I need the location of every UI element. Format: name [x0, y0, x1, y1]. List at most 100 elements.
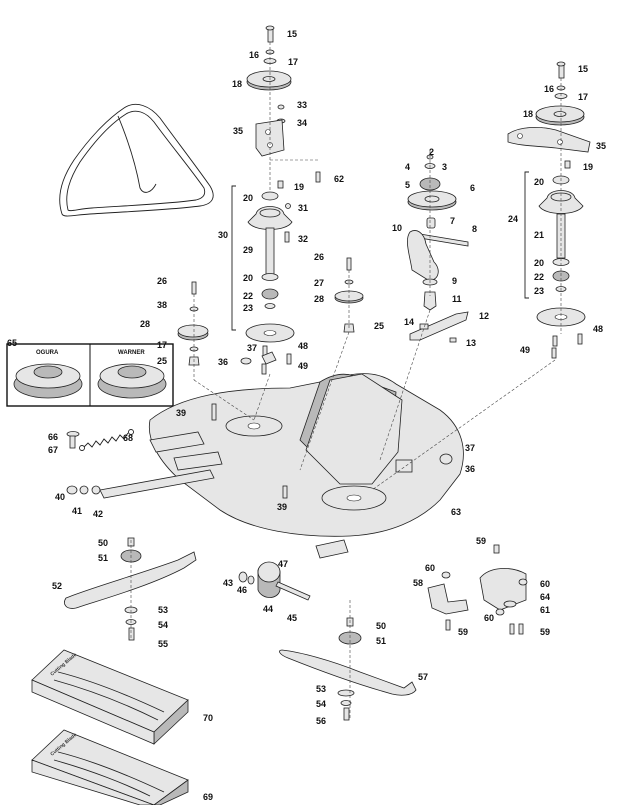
screw-62 — [315, 171, 321, 183]
callout-54: 54 — [158, 620, 168, 630]
callout-54: 54 — [316, 699, 326, 709]
callout-21: 21 — [534, 230, 544, 240]
callout-53: 53 — [158, 605, 168, 615]
nut-60c — [495, 608, 505, 616]
callout-29: 29 — [243, 245, 253, 255]
callout-56: 56 — [316, 716, 326, 726]
mower-deck-63 — [66, 309, 556, 559]
callout-20: 20 — [243, 273, 253, 283]
callout-37: 37 — [465, 443, 475, 453]
callout-36: 36 — [465, 464, 475, 474]
callout-55: 55 — [158, 639, 168, 649]
bolt-26-left — [191, 281, 197, 295]
callout-26: 26 — [314, 252, 324, 262]
callout-69: 69 — [203, 792, 213, 802]
callout-25: 25 — [157, 356, 167, 366]
bushing-7 — [426, 217, 436, 229]
callout-49: 49 — [298, 361, 308, 371]
washer-41 — [79, 485, 89, 495]
callout-59: 59 — [458, 627, 468, 637]
callout-19: 19 — [583, 162, 593, 172]
key-19-center — [277, 180, 284, 189]
callout-60: 60 — [484, 613, 494, 623]
deck-bracket-front — [315, 539, 349, 559]
callout-62: 62 — [334, 174, 344, 184]
spacer-22-center — [261, 288, 279, 300]
bolt-8 — [419, 233, 469, 247]
bolt-67 — [69, 435, 76, 449]
callout-48: 48 — [593, 324, 603, 334]
nut-36-right — [439, 453, 453, 465]
washer-23-center — [264, 303, 276, 309]
callout-51: 51 — [98, 553, 108, 563]
callout-35: 35 — [233, 126, 243, 136]
callout-25: 25 — [374, 321, 384, 331]
screw-59-left — [445, 619, 451, 631]
nut-60a — [441, 571, 451, 579]
blade-right-assembly — [279, 600, 417, 721]
callout-26: 26 — [157, 276, 167, 286]
callout-39: 39 — [277, 502, 287, 512]
washer-46 — [247, 575, 255, 585]
callout-14: 14 — [404, 317, 414, 327]
spacer-11 — [423, 291, 437, 311]
washer-54-right — [340, 700, 352, 706]
center-spindle-assembly — [231, 25, 321, 375]
spring-68 — [83, 432, 129, 448]
callout-41: 41 — [72, 506, 82, 516]
callout-12: 12 — [479, 311, 489, 321]
callout-60: 60 — [425, 563, 435, 573]
callout-17: 17 — [157, 340, 167, 350]
callout-43: 43 — [223, 578, 233, 588]
arm-10 — [407, 230, 439, 281]
bolt-26-center — [346, 257, 352, 271]
callout-35: 35 — [596, 141, 606, 151]
callout-20: 20 — [534, 177, 544, 187]
callout-6: 6 — [470, 183, 475, 193]
idler-pulley-center — [334, 257, 364, 333]
callout-49: 49 — [520, 345, 530, 355]
callout-31: 31 — [298, 203, 308, 213]
bolt-39-left — [211, 403, 217, 421]
callout-10: 10 — [392, 223, 402, 233]
callout-39: 39 — [176, 408, 186, 418]
callout-17: 17 — [288, 57, 298, 67]
callout-22: 22 — [243, 291, 253, 301]
bracket-58 — [427, 583, 469, 615]
plate-64 — [479, 568, 527, 611]
callout-4: 4 — [405, 162, 410, 172]
blade-left-assembly — [64, 537, 197, 641]
clutch-brand-ogura: OGURA — [36, 350, 59, 356]
bolt-49d — [577, 333, 583, 345]
washer-53-right — [337, 689, 355, 697]
bolt-49b — [286, 353, 292, 365]
callout-40: 40 — [55, 492, 65, 502]
shaft-29 — [265, 227, 275, 277]
spindle-housing-30 — [247, 206, 293, 230]
bolt-32 — [284, 231, 290, 243]
callout-64: 64 — [540, 592, 550, 602]
callout-32: 32 — [298, 234, 308, 244]
callout-38: 38 — [157, 300, 167, 310]
drive-belt — [59, 104, 214, 217]
callout-70: 70 — [203, 713, 213, 723]
blade-52 — [64, 551, 197, 609]
tensioner-arm-assembly — [407, 150, 469, 343]
callout-36: 36 — [218, 357, 228, 367]
spring-hardware — [66, 429, 134, 451]
blade-kit-70: Cutting Blade — [31, 649, 189, 745]
callout-22: 22 — [534, 272, 544, 282]
clutch-brand-warner: WARNER — [118, 350, 145, 356]
callout-11: 11 — [452, 294, 462, 304]
callout-8: 8 — [472, 224, 477, 234]
callout-16: 16 — [544, 84, 554, 94]
deck-bracket-left — [149, 431, 205, 453]
screw-13 — [449, 337, 457, 343]
bolt-56 — [343, 707, 350, 721]
callout-23: 23 — [534, 286, 544, 296]
spindle-housing-24 — [538, 190, 584, 214]
callout-47: 47 — [278, 559, 288, 569]
callout-23: 23 — [243, 303, 253, 313]
